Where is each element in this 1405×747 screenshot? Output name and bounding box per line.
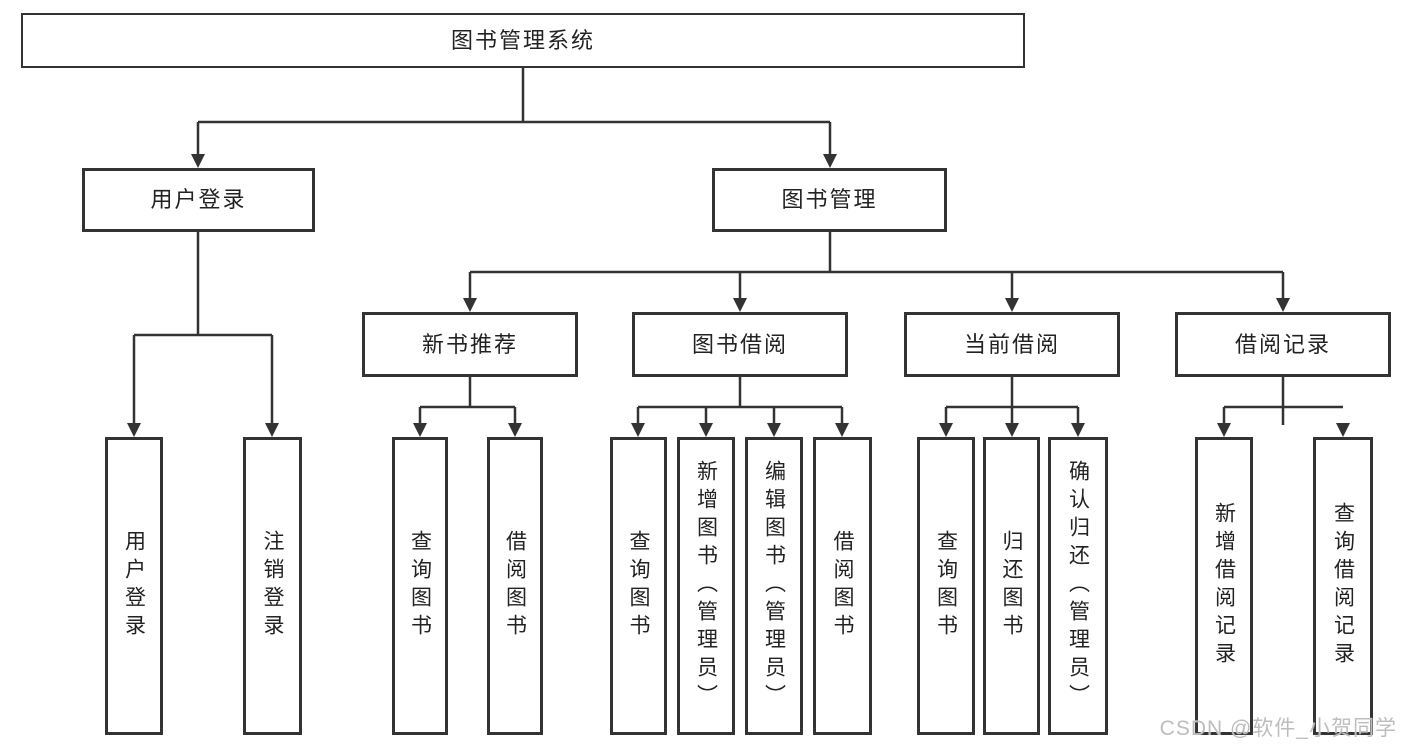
node-new-book-recommend: 新书推荐 [362,312,578,377]
node-label: 用户登录 [150,187,247,212]
node-label: 借阅图书 [503,530,527,642]
node-label: 图书管理系统 [450,27,595,53]
node-label: 新书推荐 [421,331,518,357]
node-label: 查询借阅记录 [1331,502,1355,670]
leaf-return-book: 归还图书 [983,437,1040,735]
node-label: 查询图书 [627,530,650,642]
leaf-user-login: 用户登录 [105,437,163,735]
leaf-borrow-books-recommend: 借阅图书 [487,437,543,735]
leaf-logout: 注销登录 [243,437,302,735]
node-label: 借阅图书 [831,530,854,642]
node-label: 图书借阅 [691,331,788,357]
leaf-query-books-borrowing: 查询图书 [610,437,667,735]
edge-borrow-to-children [636,377,844,425]
node-root-library-system: 图书管理系统 [21,13,1025,68]
leaf-query-books-current: 查询图书 [917,437,975,735]
node-label: 查询图书 [408,530,432,642]
node-label: 归还图书 [1000,530,1023,642]
edge-newbook-to-children [418,377,517,425]
node-book-management: 图书管理 [712,168,947,232]
leaf-query-borrow-record: 查询借阅记录 [1313,437,1373,735]
node-label: 查询图书 [934,530,958,642]
node-label: 确认归还（管理员） [1066,460,1090,712]
node-label: 新增借阅记录 [1212,502,1236,670]
edge-bookmgmt-to-level3 [468,232,1285,300]
node-label: 注销登录 [261,530,284,642]
csdn-watermark: CSDN @软件_小贺同学 [1159,717,1397,740]
edge-root-to-level2 [196,68,832,156]
edge-userlogin-to-children [132,232,274,425]
node-borrowing-records: 借阅记录 [1175,312,1391,377]
node-label: 图书管理 [781,187,878,212]
leaf-query-books-recommend: 查询图书 [392,437,448,735]
edge-records-to-children [1222,377,1343,425]
leaf-confirm-return-admin: 确认归还（管理员） [1048,437,1108,735]
leaf-borrow-books-borrowing: 借阅图书 [813,437,872,735]
node-label: 新增图书（管理员） [694,460,718,712]
leaf-add-borrow-record: 新增借阅记录 [1195,437,1253,735]
node-current-borrowing: 当前借阅 [904,312,1120,377]
edge-current-to-children [944,377,1080,425]
node-user-login: 用户登录 [82,168,315,232]
node-book-borrowing: 图书借阅 [632,312,848,377]
leaf-edit-book-admin: 编辑图书（管理员） [745,437,803,735]
node-label: 当前借阅 [963,331,1060,357]
leaf-add-book-admin: 新增图书（管理员） [677,437,735,735]
node-label: 借阅记录 [1234,331,1331,357]
node-label: 编辑图书（管理员） [762,460,786,712]
node-label: 用户登录 [122,530,146,642]
